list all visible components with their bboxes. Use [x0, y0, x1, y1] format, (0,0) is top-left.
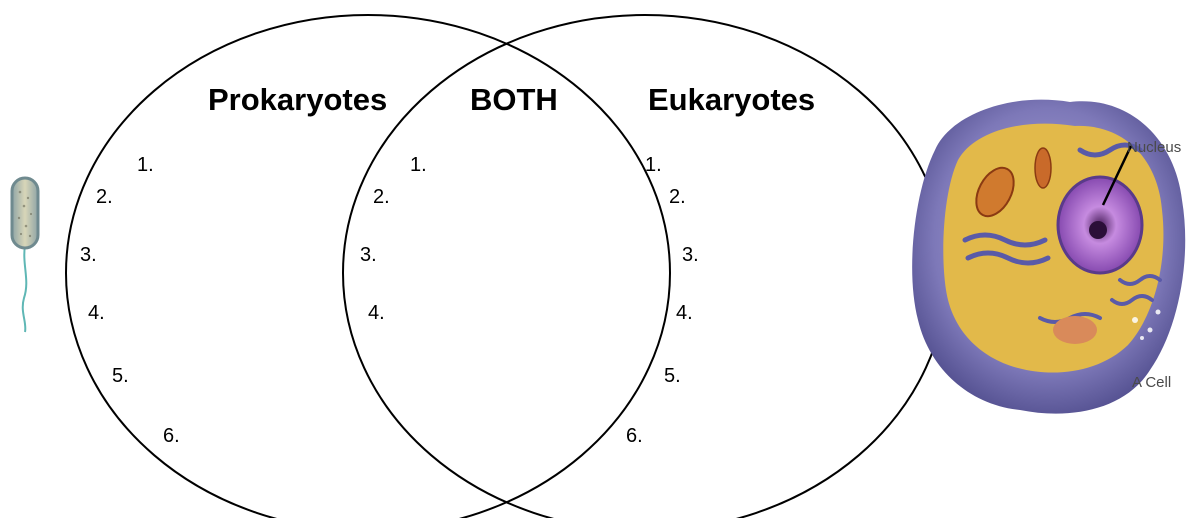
- bacterium-illustration: [10, 176, 40, 333]
- eukaryotes-item-5: 5.: [664, 365, 681, 387]
- prokaryotes-item-2: 2.: [96, 186, 113, 208]
- eukaryotes-item-2: 2.: [669, 186, 686, 208]
- mitochondrion-2: [1034, 147, 1052, 189]
- nucleus-pointer-line: [1101, 145, 1133, 206]
- endoplasmic-reticulum: [962, 142, 1143, 266]
- both-item-4: 4.: [368, 302, 385, 324]
- eukaryotes-item-6: 6.: [626, 425, 643, 447]
- prokaryotes-item-5: 5.: [112, 365, 129, 387]
- both-item-3: 3.: [360, 244, 377, 266]
- nucleolus: [1089, 221, 1107, 239]
- eukaryotes-item-4: 4.: [676, 302, 693, 324]
- prokaryotes-circle: [65, 14, 671, 518]
- prokaryotes-item-6: 6.: [163, 425, 180, 447]
- prokaryotes-item-3: 3.: [80, 244, 97, 266]
- prokaryotes-heading: Prokaryotes: [208, 82, 387, 117]
- animal-cell-illustration: Nucleus A Cell: [912, 99, 1186, 414]
- flagellum: [21, 244, 28, 333]
- eukaryotes-item-1: 1.: [645, 154, 662, 176]
- prokaryotes-item-1: 1.: [137, 154, 154, 176]
- both-item-1: 1.: [410, 154, 427, 176]
- bacterium-body: [10, 176, 40, 250]
- mitochondrion: [975, 166, 1015, 218]
- prokaryotes-item-4: 4.: [88, 302, 105, 324]
- eukaryotes-circle: [342, 14, 948, 518]
- golgi-body: [1053, 316, 1097, 344]
- nucleus-label: Nucleus: [1127, 139, 1181, 156]
- eukaryotes-heading: Eukaryotes: [648, 82, 815, 117]
- both-item-2: 2.: [373, 186, 390, 208]
- both-heading: BOTH: [470, 82, 558, 117]
- eukaryotes-item-3: 3.: [682, 244, 699, 266]
- cell-caption: A Cell: [1132, 374, 1171, 391]
